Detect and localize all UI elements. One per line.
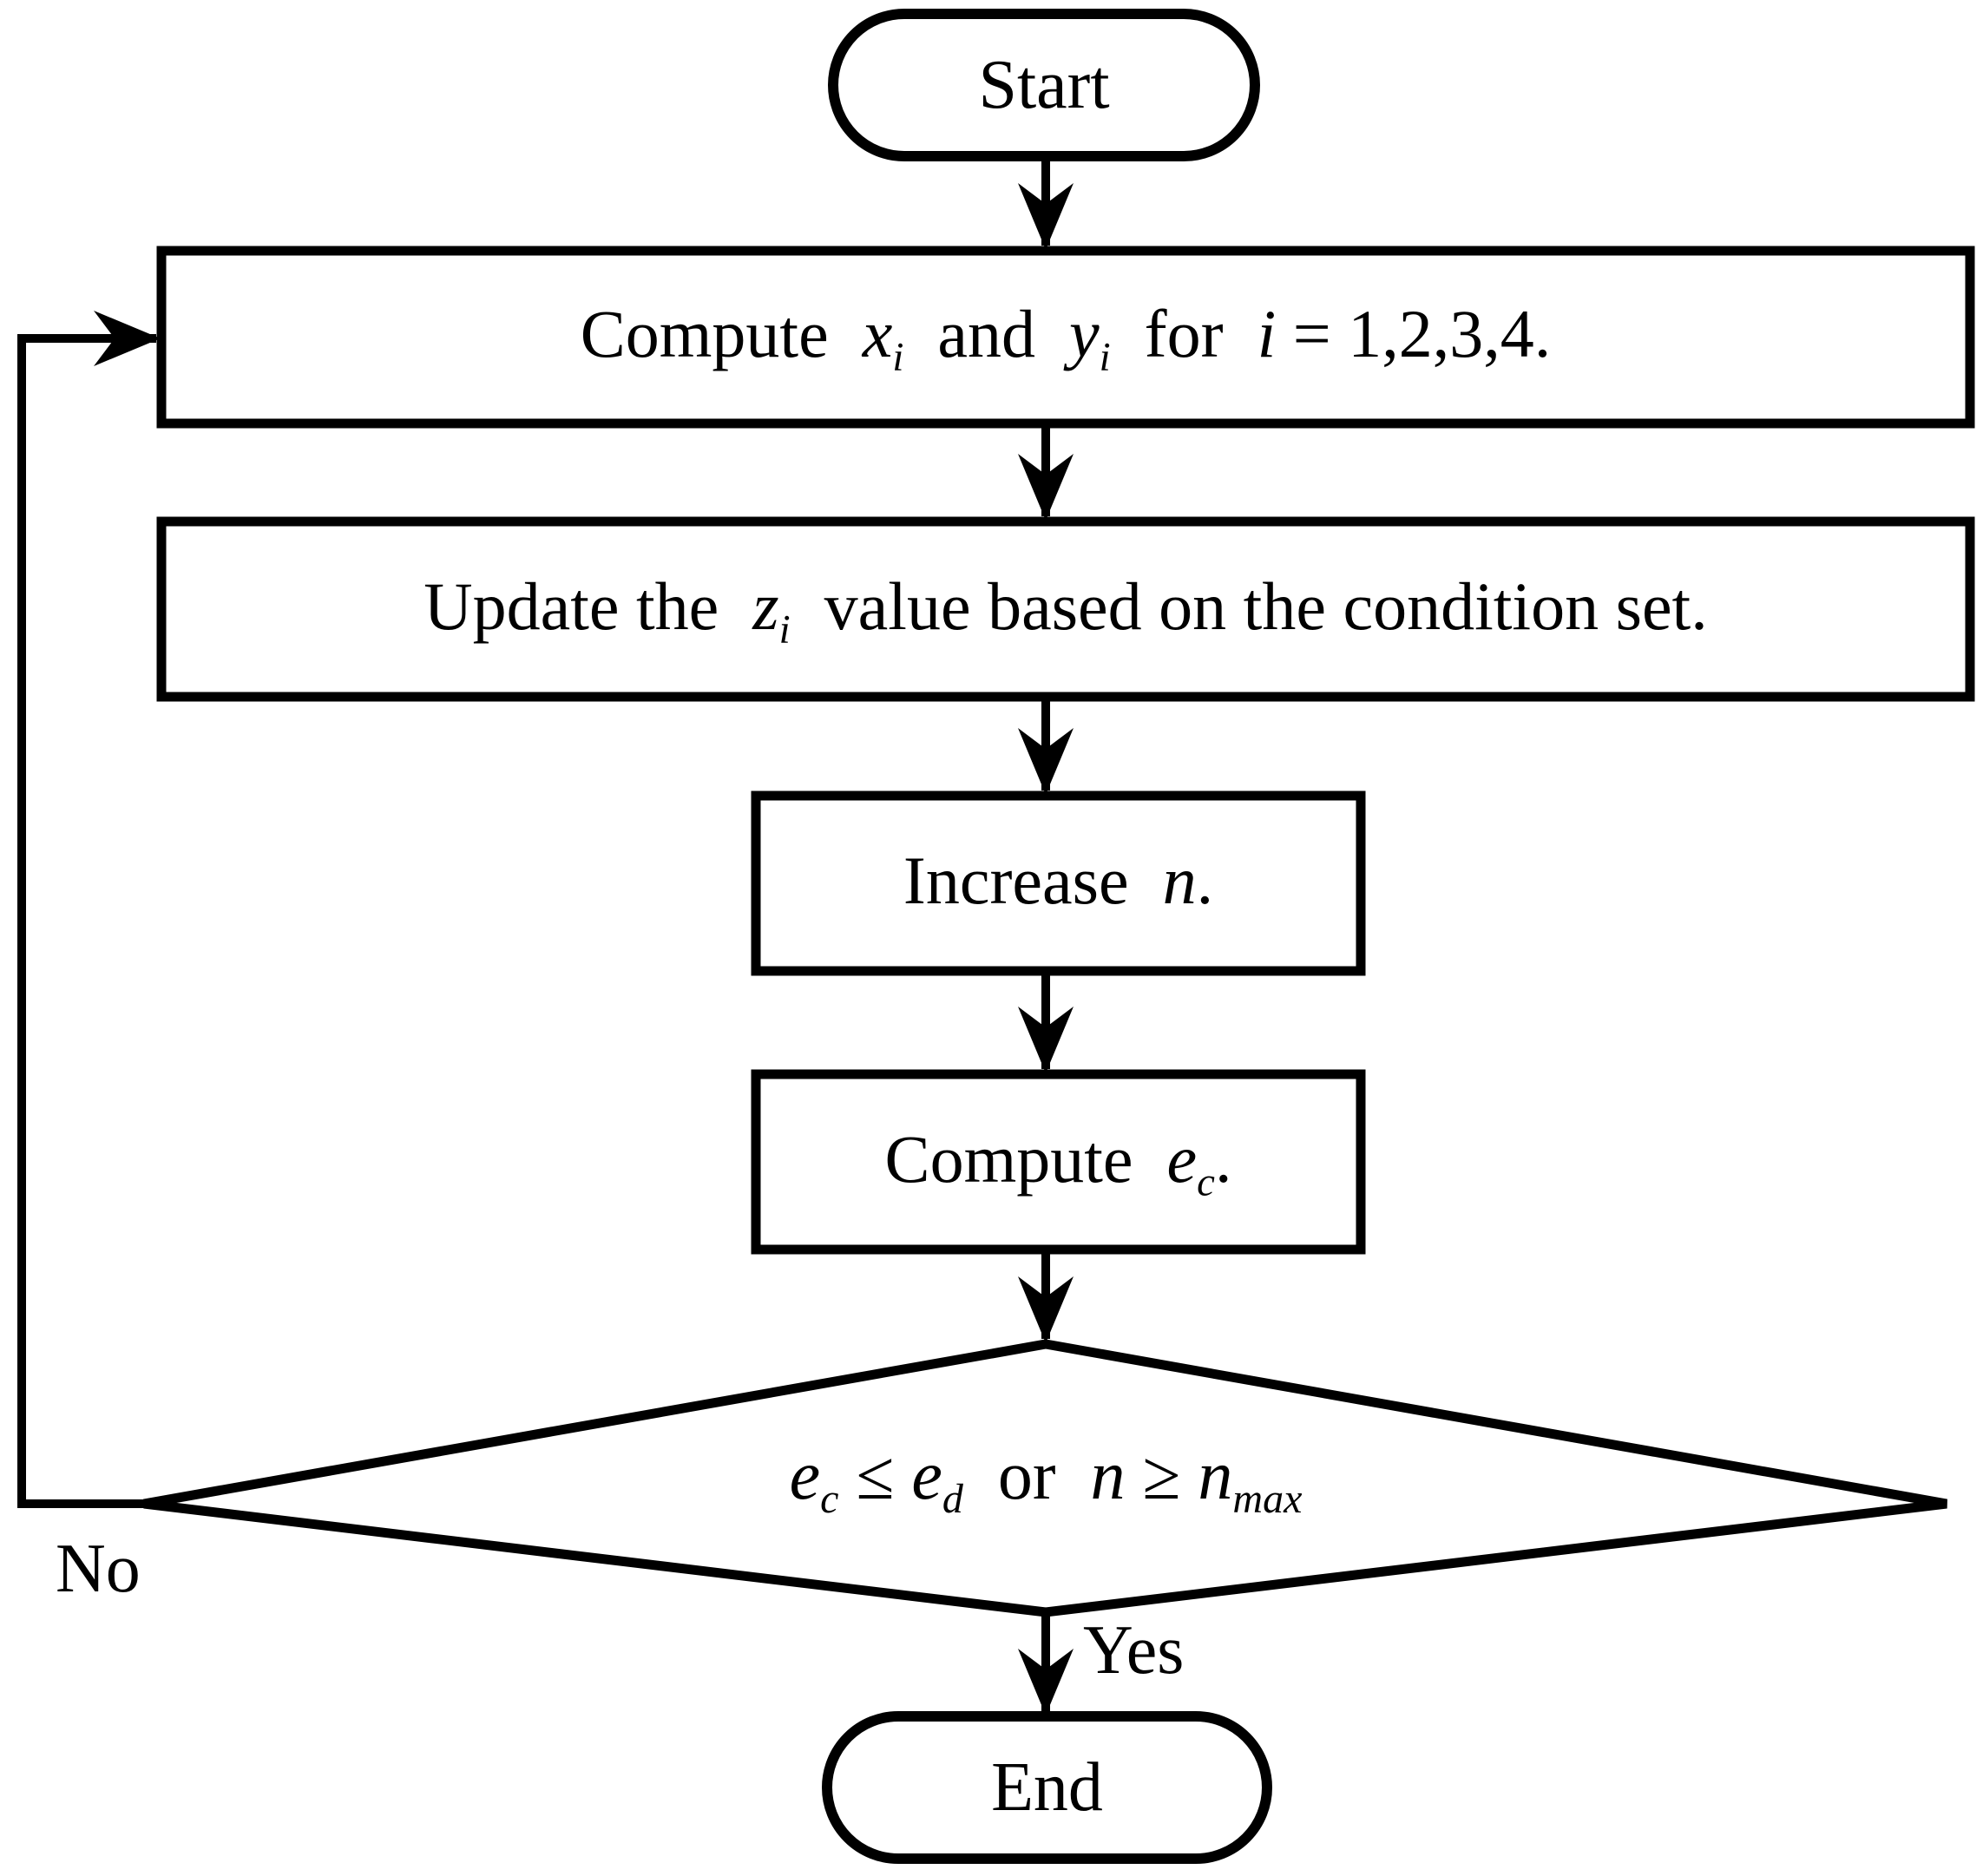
compute-xy-process-shape xyxy=(156,246,1975,429)
text-run: i xyxy=(778,607,791,653)
text-run: i xyxy=(1099,334,1111,380)
text-run: d xyxy=(942,1475,963,1522)
start-label: Start xyxy=(833,14,1255,156)
text-run: n xyxy=(1090,1438,1126,1514)
text-run: and xyxy=(903,296,1069,371)
decision-label: ec ≤ ed or n ≥ nmax xyxy=(347,1358,1744,1601)
end-terminator-shape xyxy=(822,1711,1272,1864)
text-run: e xyxy=(789,1438,821,1514)
edge-label-yes: Yes xyxy=(1083,1612,1185,1689)
text-run: n xyxy=(1198,1438,1233,1514)
end-label: End xyxy=(827,1716,1267,1859)
increase-n-label: Increase n. xyxy=(756,796,1361,971)
compute-ec-process-shape xyxy=(751,1069,1366,1255)
text-run: . xyxy=(1196,843,1214,918)
compute-xy-label: Compute xi and yi for i = 1,2,3,4. xyxy=(161,251,1970,423)
start-terminator-shape xyxy=(828,9,1260,161)
text-run: . xyxy=(1214,1121,1232,1197)
text-run: i xyxy=(892,334,904,380)
text-run: = 1,2,3,4. xyxy=(1276,296,1552,371)
text-run: Compute xyxy=(580,296,863,371)
increase-n-process-shape xyxy=(751,790,1366,976)
update-z-label: Update the zi value based on the conditi… xyxy=(161,521,1970,697)
text-run: x xyxy=(862,296,893,371)
text-run: max xyxy=(1232,1475,1303,1522)
update-z-process-shape xyxy=(156,516,1975,702)
text-run: ≥ xyxy=(1125,1438,1198,1514)
text-run: Update the xyxy=(424,568,753,644)
text-run: y xyxy=(1069,296,1100,371)
text-run: ≤ xyxy=(838,1438,912,1514)
text-run: End xyxy=(991,1749,1103,1826)
text-run: Compute xyxy=(884,1121,1167,1197)
text-run: Increase xyxy=(903,843,1163,918)
compute-ec-label: Compute ec. xyxy=(756,1074,1361,1250)
text-run: value based on the condition set. xyxy=(790,568,1708,644)
arrow-decision-no-loopback xyxy=(17,311,161,1508)
text-run: n xyxy=(1162,843,1197,918)
decision-diamond-shape xyxy=(143,1339,1947,1617)
text-run: Start xyxy=(978,47,1110,123)
text-run: i xyxy=(1257,296,1277,371)
text-run: c xyxy=(820,1475,839,1522)
text-run: e xyxy=(1166,1121,1198,1197)
text-run: e xyxy=(911,1438,942,1514)
edge-label-no: No xyxy=(56,1531,141,1607)
text-run: c xyxy=(1197,1159,1215,1205)
text-run: or xyxy=(962,1438,1091,1514)
text-run: for xyxy=(1110,296,1257,371)
text-run: z xyxy=(752,568,779,644)
